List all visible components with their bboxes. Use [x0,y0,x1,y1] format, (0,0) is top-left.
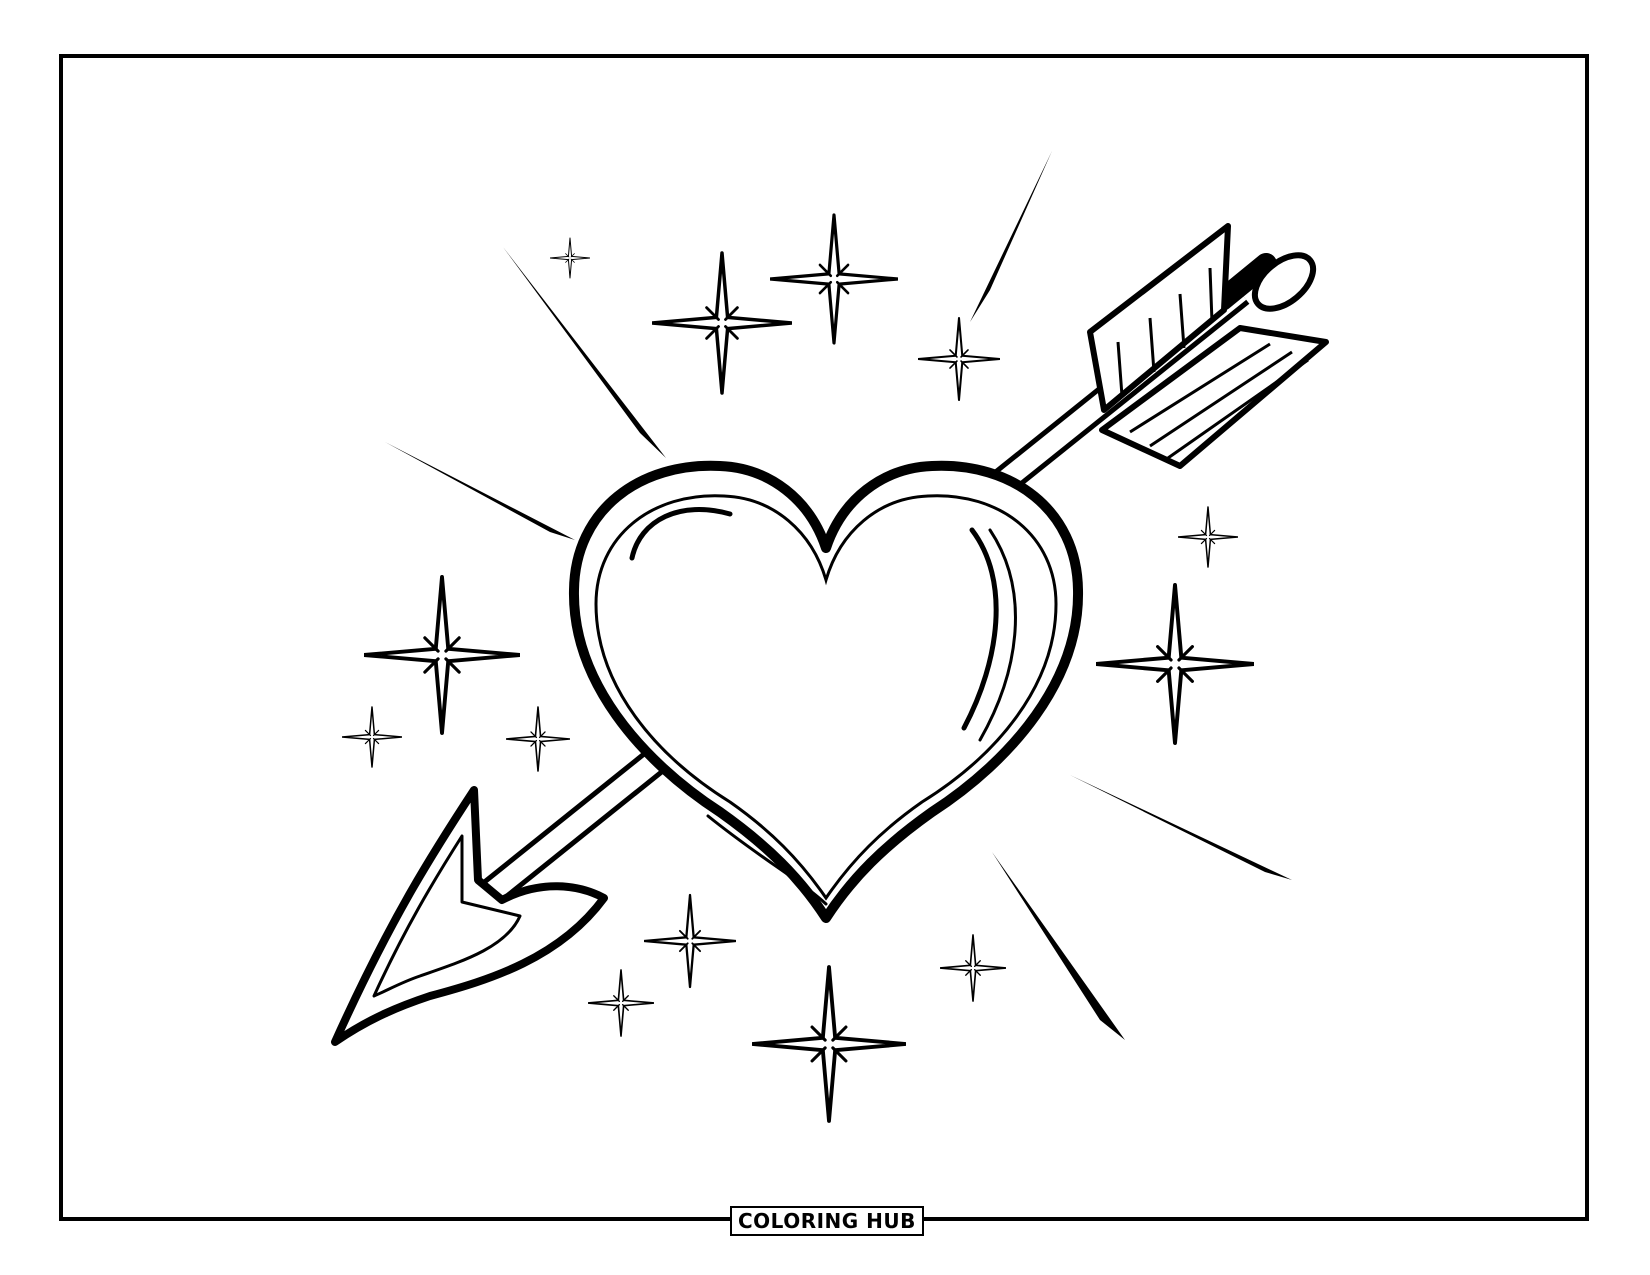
sparkle-icon [940,933,1006,1003]
sparkle-icon [652,251,792,395]
arrow-fletching [1087,223,1329,469]
sparkle-icon [364,577,520,733]
heart [568,460,1084,923]
sparkle-icon [550,237,590,279]
brand-label: COLORING HUB [738,1209,916,1233]
motion-lines [385,151,1292,1040]
arrow-nock [1211,252,1317,312]
arrowhead [331,786,608,1046]
sparkle-icon [588,968,654,1038]
brand-badge: COLORING HUB [730,1206,924,1236]
sparkle-icon [644,893,736,989]
sparkle-icon [1178,505,1238,569]
sparkle-icon [342,705,402,769]
sparkle-icon [752,967,906,1121]
sparkle-icon [918,316,1000,402]
sparkle-icon [506,705,570,773]
sparkle-icon [1096,585,1254,743]
